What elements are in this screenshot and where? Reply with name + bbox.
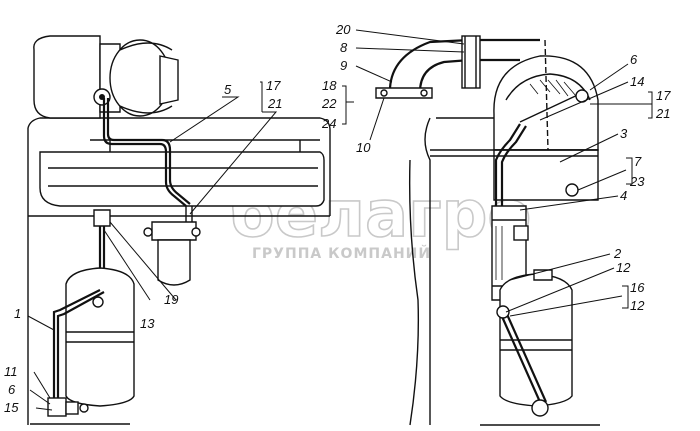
callout-22: 22: [321, 96, 337, 111]
callout-labels: 5 17 21 1 19 13 11 6 15 20 8 9 18 22 24 …: [4, 22, 671, 415]
callout-17-left: 17: [266, 78, 281, 93]
callout-19: 19: [164, 292, 178, 307]
oil-pan: [39, 139, 325, 207]
oil-pipe: [102, 98, 187, 207]
callout-3: 3: [620, 126, 628, 141]
callout-15: 15: [4, 400, 19, 415]
union-fitting: [47, 397, 89, 417]
callout-8: 8: [340, 40, 348, 55]
turbocharger: [33, 35, 179, 119]
callout-1: 1: [14, 306, 21, 321]
exhaust-pipe: [375, 35, 540, 99]
callout-16: 16: [630, 280, 645, 295]
turbo-housing-right: [493, 39, 599, 151]
plug-7: [565, 183, 579, 197]
oil-pipe-right: [494, 123, 527, 220]
callout-14: 14: [630, 74, 644, 89]
callout-12-lower: 12: [630, 298, 645, 313]
callout-21-right: 21: [655, 106, 670, 121]
callout-2: 2: [613, 246, 622, 261]
callout-4: 4: [620, 188, 627, 203]
callout-18: 18: [322, 78, 337, 93]
callout-13: 13: [140, 316, 155, 331]
callout-24: 24: [321, 116, 336, 131]
callout-17-right: 17: [656, 88, 671, 103]
callout-6-left: 6: [8, 382, 16, 397]
callout-6-right: 6: [630, 52, 638, 67]
leader-lines: [27, 29, 653, 411]
engine-side-left: [408, 159, 420, 426]
filter-left: [143, 206, 201, 286]
callout-9: 9: [340, 58, 347, 73]
receiver-left: [65, 267, 135, 407]
callout-21-left: 21: [267, 96, 282, 111]
bracket: [93, 209, 111, 227]
drain-valve: [531, 399, 549, 417]
block-body: [493, 149, 599, 201]
watermark-subtitle: ГРУППА КОМПАНИЙ: [252, 245, 431, 262]
callout-12-upper: 12: [616, 260, 631, 275]
left-view: [27, 35, 331, 425]
drain-rod: [498, 311, 548, 403]
callout-11: 11: [4, 364, 18, 379]
callout-7: 7: [634, 154, 642, 169]
callout-10: 10: [356, 140, 371, 155]
callout-20: 20: [335, 22, 351, 37]
engine-block-top: [27, 117, 331, 216]
callout-5: 5: [224, 82, 232, 97]
callout-23: 23: [629, 174, 645, 189]
